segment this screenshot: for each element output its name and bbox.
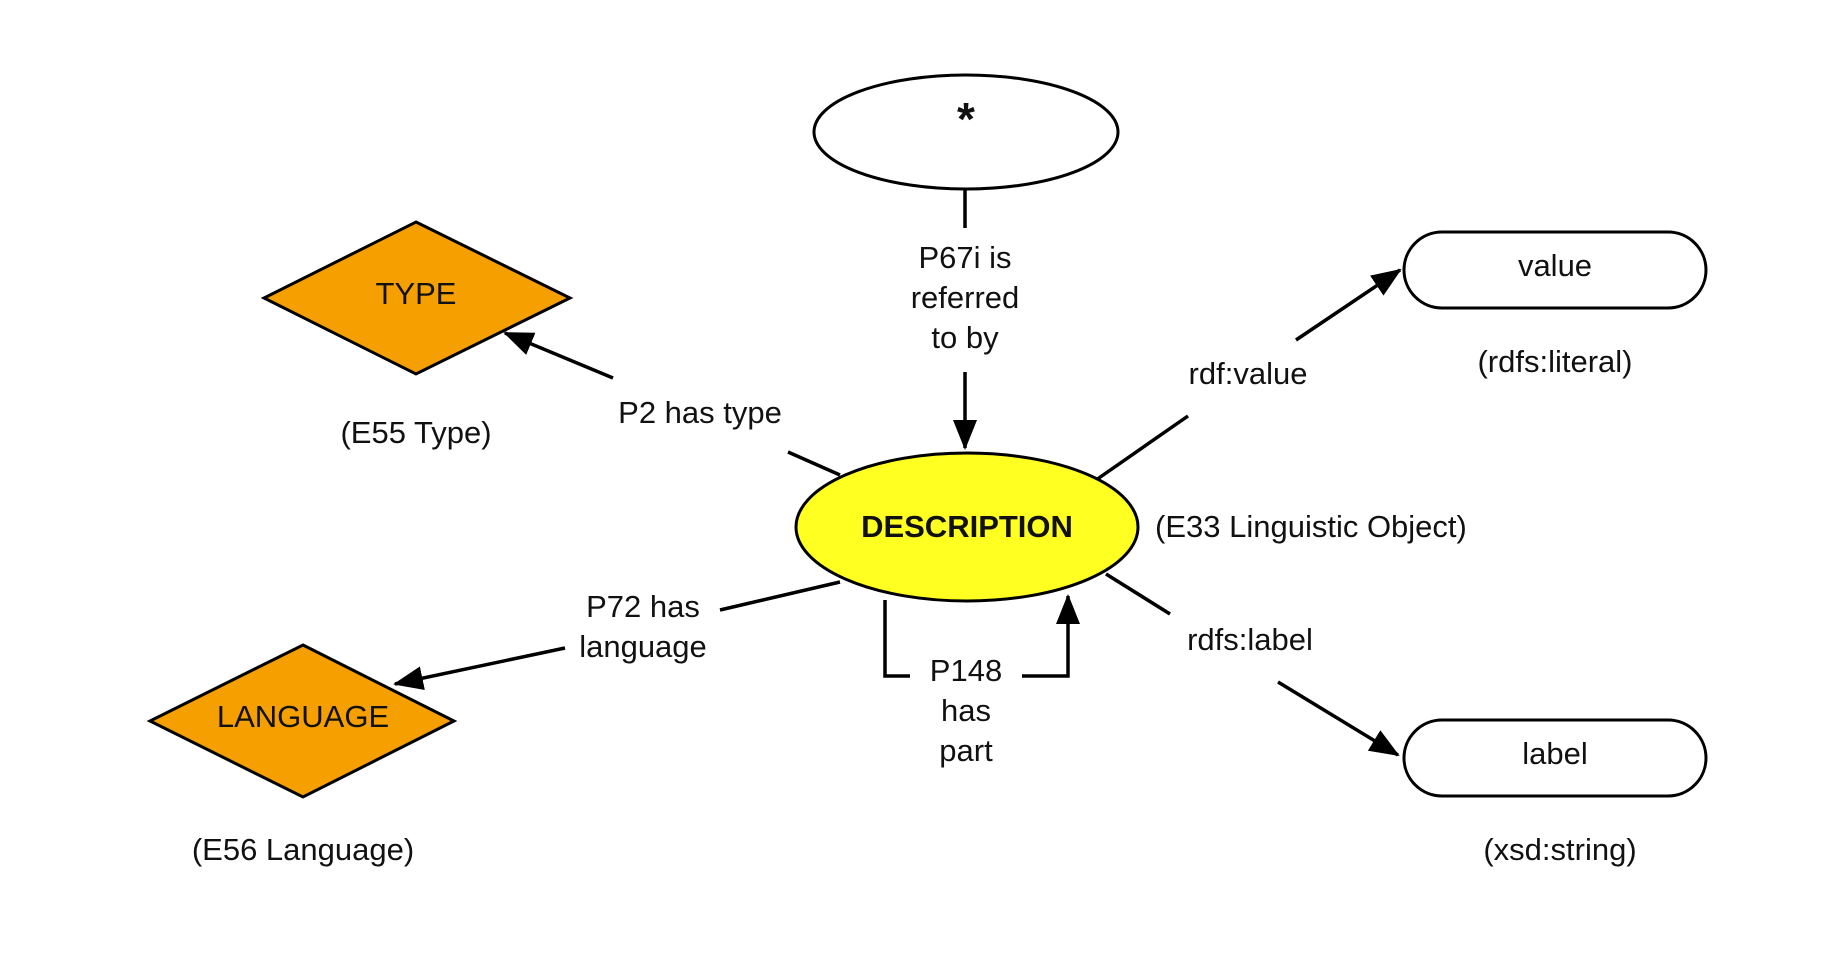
edge-label-line: has [941, 693, 991, 728]
edge-label: rdfs:label [1187, 622, 1313, 657]
label-node-shape [1402, 718, 1708, 798]
edge-label-line: to by [931, 320, 999, 355]
language-node-label: LANGUAGE [217, 699, 389, 734]
label-class-label: (xsd:string) [1483, 832, 1636, 867]
star-node-label: * [957, 93, 975, 145]
edge-label: P2 has type [618, 395, 782, 430]
edge-label-line: referred [911, 280, 1020, 315]
type-node-label: TYPE [376, 276, 457, 311]
star-node: * [812, 73, 1120, 191]
type-node: TYPE (E55 Type) [260, 220, 574, 450]
edge-label-line: language [579, 629, 707, 664]
description-class-label: (E33 Linguistic Object) [1155, 509, 1467, 544]
value-node-label: value [1518, 248, 1592, 283]
edge-referred-to-by: P67i is referred to by [911, 190, 1020, 450]
description-node-shape [794, 451, 1140, 603]
edge-has-language: P72 has language [393, 580, 841, 690]
edge-label-line: P148 [930, 653, 1002, 688]
language-node: LANGUAGE (E56 Language) [146, 643, 458, 867]
edge-rdfs-label: rdfs:label [1105, 572, 1400, 757]
label-node-label: label [1522, 736, 1588, 771]
type-class-label: (E55 Type) [340, 415, 491, 450]
description-node: DESCRIPTION (E33 Linguistic Object) [794, 451, 1467, 603]
language-class-label: (E56 Language) [192, 832, 414, 867]
edge-label-line: part [939, 733, 993, 768]
type-node-shape [260, 220, 574, 376]
label-node: label (xsd:string) [1402, 718, 1708, 867]
edge-has-type: P2 has type [503, 331, 841, 477]
edge-label-line: P72 has [586, 589, 700, 624]
value-node-shape [1402, 230, 1708, 310]
edge-label-line: P67i is [918, 240, 1011, 275]
edge-label: rdf:value [1189, 356, 1308, 391]
value-node: value (rdfs:literal) [1402, 230, 1708, 379]
star-node-shape [812, 73, 1120, 191]
edge-rdf-value: rdf:value [1095, 268, 1402, 482]
language-node-shape [146, 643, 458, 799]
description-node-label: DESCRIPTION [861, 509, 1073, 544]
value-class-label: (rdfs:literal) [1477, 344, 1632, 379]
edge-has-part: P148 has part [883, 594, 1080, 768]
